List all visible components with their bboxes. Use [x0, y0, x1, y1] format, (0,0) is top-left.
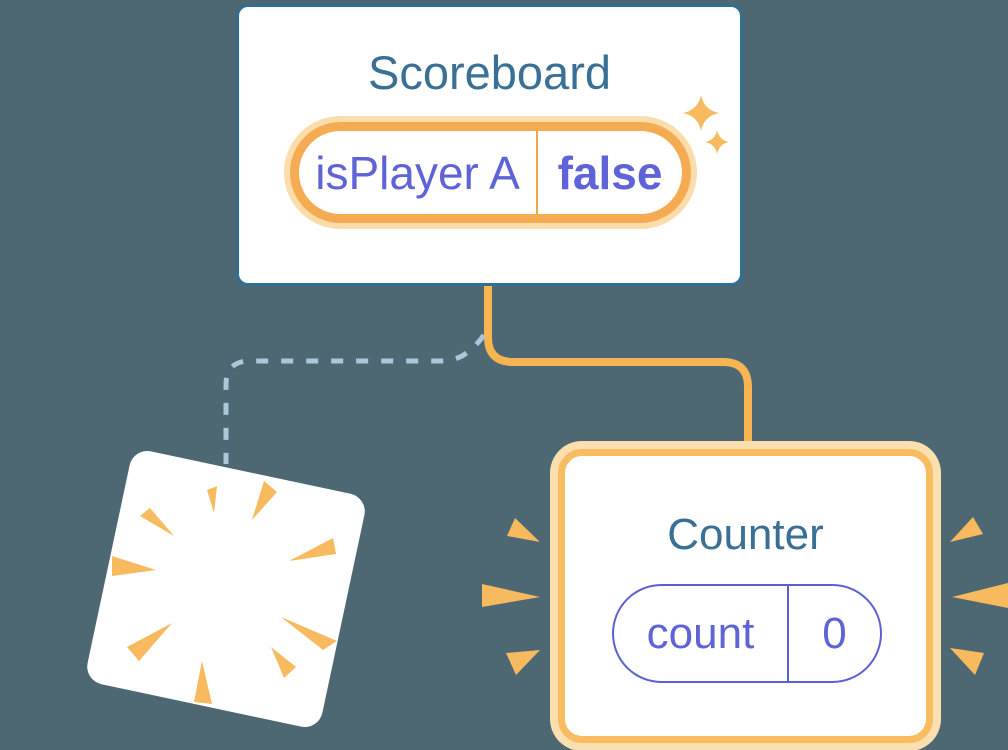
counter-title: Counter — [667, 510, 824, 559]
state-key: isPlayer A — [315, 146, 520, 199]
scoreboard-title: Scoreboard — [368, 46, 611, 99]
scoreboard-state-pill: isPlayer A false — [290, 122, 691, 223]
pill-divider — [536, 131, 538, 214]
counter-card: Counter count 0 — [558, 449, 933, 743]
counter-state-pill: count 0 — [612, 584, 882, 683]
removed-branch-connector — [223, 328, 490, 464]
pill-divider — [787, 586, 789, 681]
scoreboard-card: Scoreboard isPlayer A false — [236, 4, 743, 286]
kept-branch-connector — [484, 283, 752, 452]
state-value: false — [557, 146, 663, 199]
destroyed-component-card — [83, 447, 369, 731]
state-key: count — [646, 608, 755, 658]
state-value: 0 — [822, 608, 847, 658]
